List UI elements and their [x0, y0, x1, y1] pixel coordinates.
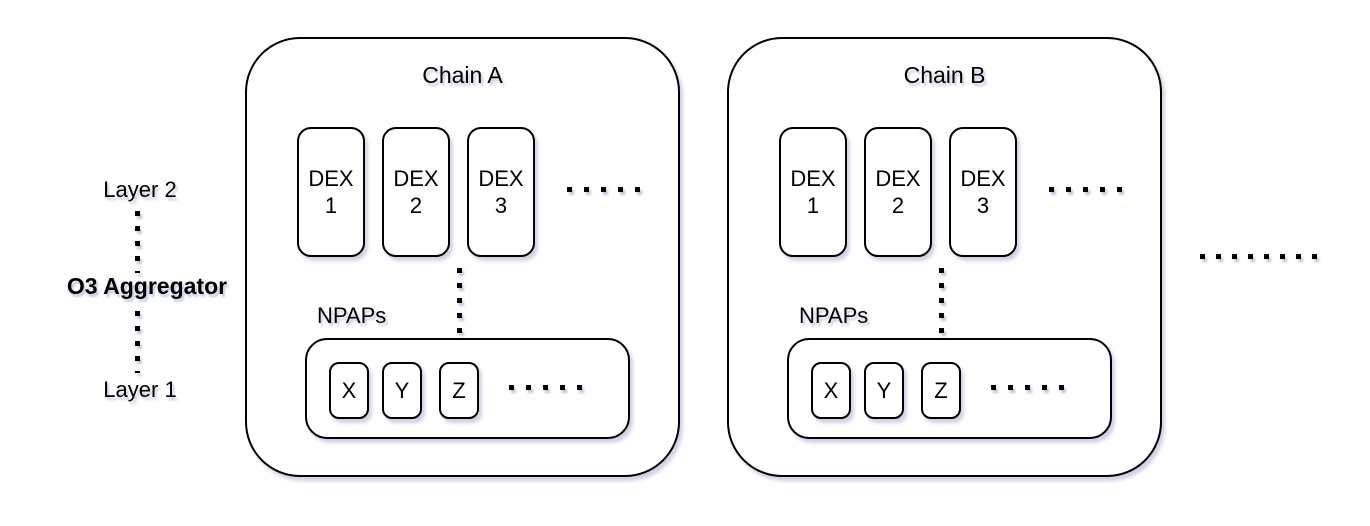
npaps-continuation-dots	[509, 385, 582, 390]
dex-1-box: DEX 1	[297, 127, 365, 257]
npap-z-box: Z	[439, 362, 479, 419]
dex-label: DEX	[790, 166, 836, 191]
dex-1-box: DEX 1	[779, 127, 847, 257]
chain-title: Chain A	[422, 62, 503, 88]
dex-to-npaps-dotted-connector	[939, 268, 944, 336]
dex-number: 1	[324, 193, 338, 218]
dex-continuation-dots	[567, 187, 640, 192]
npaps-container: X Y Z	[305, 338, 630, 439]
npap-x-box: X	[329, 362, 369, 419]
dex-label: DEX	[875, 166, 921, 191]
npap-y-box: Y	[864, 362, 904, 419]
dotted-connector-vertical	[135, 311, 140, 373]
layer2-label: Layer 2	[103, 177, 177, 202]
dotted-connector-vertical	[135, 211, 140, 273]
dex-number: 3	[976, 193, 990, 218]
npap-y-box: Y	[382, 362, 422, 419]
dex-to-npaps-dotted-connector	[457, 268, 462, 336]
dex-label: DEX	[393, 166, 439, 191]
chain-a-container: Chain A DEX 1 DEX 2 DEX 3 NPAPs X Y Z	[245, 37, 680, 477]
dex-label: DEX	[478, 166, 524, 191]
dex-3-box: DEX 3	[949, 127, 1017, 257]
dex-continuation-dots	[1049, 187, 1122, 192]
npaps-label: NPAPs	[799, 303, 869, 328]
chain-b-container: Chain B DEX 1 DEX 2 DEX 3 NPAPs X Y Z	[727, 37, 1162, 477]
dex-number: 1	[806, 193, 820, 218]
dex-2-box: DEX 2	[864, 127, 932, 257]
dex-label: DEX	[960, 166, 1006, 191]
npap-z-box: Z	[921, 362, 961, 419]
npaps-container: X Y Z	[787, 338, 1112, 439]
chain-title: Chain B	[903, 62, 986, 88]
dex-number: 2	[891, 193, 905, 218]
o3-aggregator-label: O3 Aggregator	[66, 273, 228, 299]
npaps-continuation-dots	[991, 385, 1064, 390]
dex-label: DEX	[308, 166, 354, 191]
dex-2-box: DEX 2	[382, 127, 450, 257]
dex-number: 2	[409, 193, 423, 218]
npaps-label: NPAPs	[317, 303, 387, 328]
npap-x-box: X	[811, 362, 851, 419]
dex-3-box: DEX 3	[467, 127, 535, 257]
more-chains-continuation-dots	[1200, 254, 1318, 259]
layer1-label: Layer 1	[103, 377, 177, 402]
dex-number: 3	[494, 193, 508, 218]
